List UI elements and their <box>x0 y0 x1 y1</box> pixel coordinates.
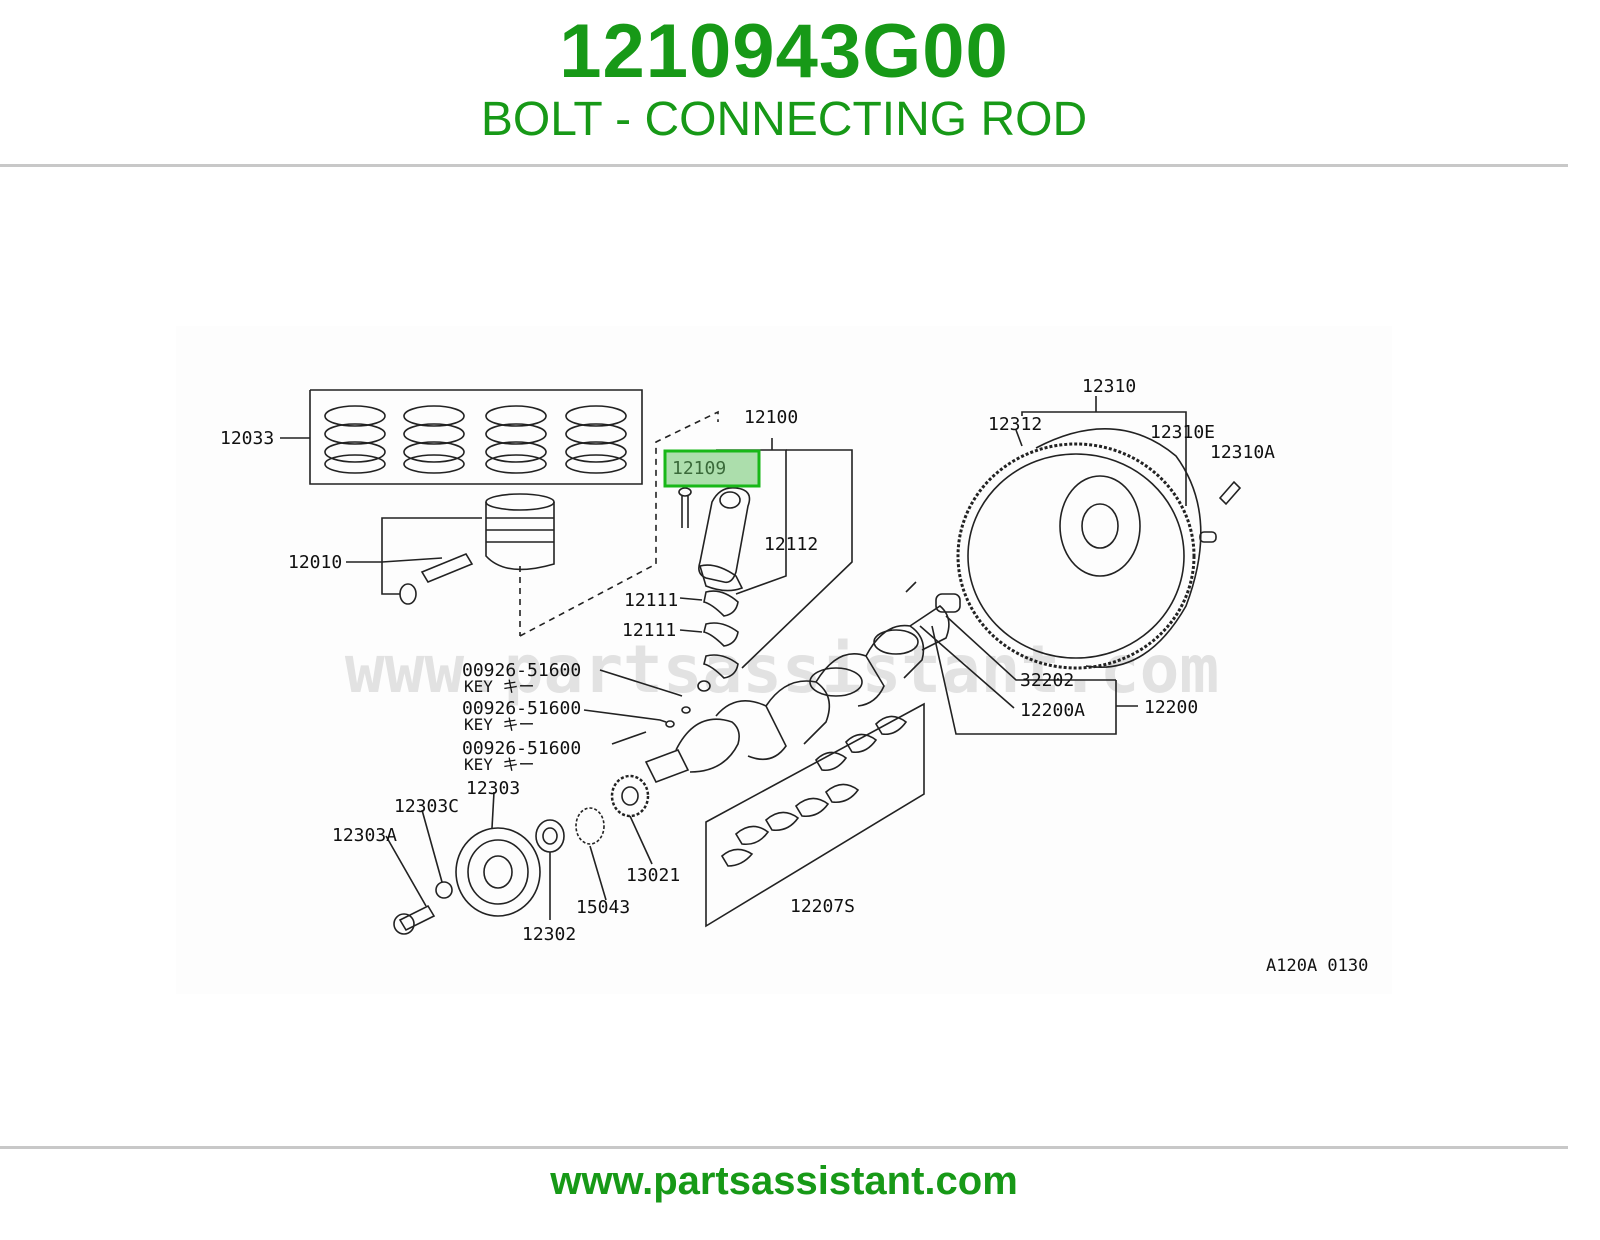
piston-ring-set <box>280 389 643 485</box>
crankshaft <box>644 581 961 784</box>
header-divider <box>0 164 1568 167</box>
callout-key-3-desc: KEY キー <box>464 755 535 774</box>
callout-key-1-desc: KEY キー <box>464 677 535 696</box>
figure-code: A120A 0130 <box>1266 956 1368 976</box>
callout-12111-upper[interactable]: 12111 <box>624 590 678 611</box>
front-pulley-parts <box>385 774 653 935</box>
part-name-subtitle: BOLT - CONNECTING ROD <box>480 93 1088 146</box>
callout-12010[interactable]: 12010 <box>288 552 342 573</box>
callout-12312[interactable]: 12312 <box>988 414 1042 435</box>
callout-key-3[interactable]: 00926-51600 <box>462 738 581 759</box>
callout-12100[interactable]: 12100 <box>744 407 798 428</box>
callout-12303C[interactable]: 12303C <box>394 796 459 817</box>
header: 1210943G00 BOLT - CONNECTING ROD <box>0 0 1568 166</box>
callout-12303[interactable]: 12303 <box>466 778 520 799</box>
bracket-lines <box>919 615 1138 735</box>
footer-divider <box>0 1146 1568 1149</box>
callout-12200A[interactable]: 12200A <box>1020 700 1085 721</box>
parts-diagram: www.partsassistant.com <box>176 326 1392 994</box>
callout-12310[interactable]: 12310 <box>1082 376 1136 397</box>
callout-12200[interactable]: 12200 <box>1144 697 1198 718</box>
key-pointers <box>583 669 691 745</box>
callout-key-2[interactable]: 00926-51600 <box>462 698 581 719</box>
callout-12033[interactable]: 12033 <box>220 428 274 449</box>
callout-12112[interactable]: 12112 <box>764 534 818 555</box>
watermark-text: www.partsassistant.com <box>345 631 1219 708</box>
part-number-title: 1210943G00 <box>559 9 1009 94</box>
highlighted-part-box[interactable] <box>663 449 761 488</box>
callout-12303A[interactable]: 12303A <box>332 825 397 846</box>
callout-12310A[interactable]: 12310A <box>1210 442 1275 463</box>
callout-key-1[interactable]: 00926-51600 <box>462 660 581 681</box>
callout-12302[interactable]: 12302 <box>522 924 576 945</box>
callout-12207S[interactable]: 12207S <box>790 896 855 917</box>
callout-key-2-desc: KEY キー <box>464 715 535 734</box>
callout-12109[interactable]: 12109 <box>672 458 726 479</box>
callout-15043[interactable]: 15043 <box>576 897 630 918</box>
flywheel-assembly <box>956 396 1242 670</box>
callout-12310E[interactable]: 12310E <box>1150 422 1215 443</box>
connecting-rod <box>678 438 853 692</box>
piston-assembly <box>346 410 719 637</box>
footer-website-link[interactable]: www.partsassistant.com <box>550 1159 1018 1203</box>
callout-13021[interactable]: 13021 <box>626 865 680 886</box>
callout-12111-lower[interactable]: 12111 <box>622 620 676 641</box>
main-bearing-set <box>705 702 925 928</box>
callout-32202[interactable]: 32202 <box>1020 670 1074 691</box>
